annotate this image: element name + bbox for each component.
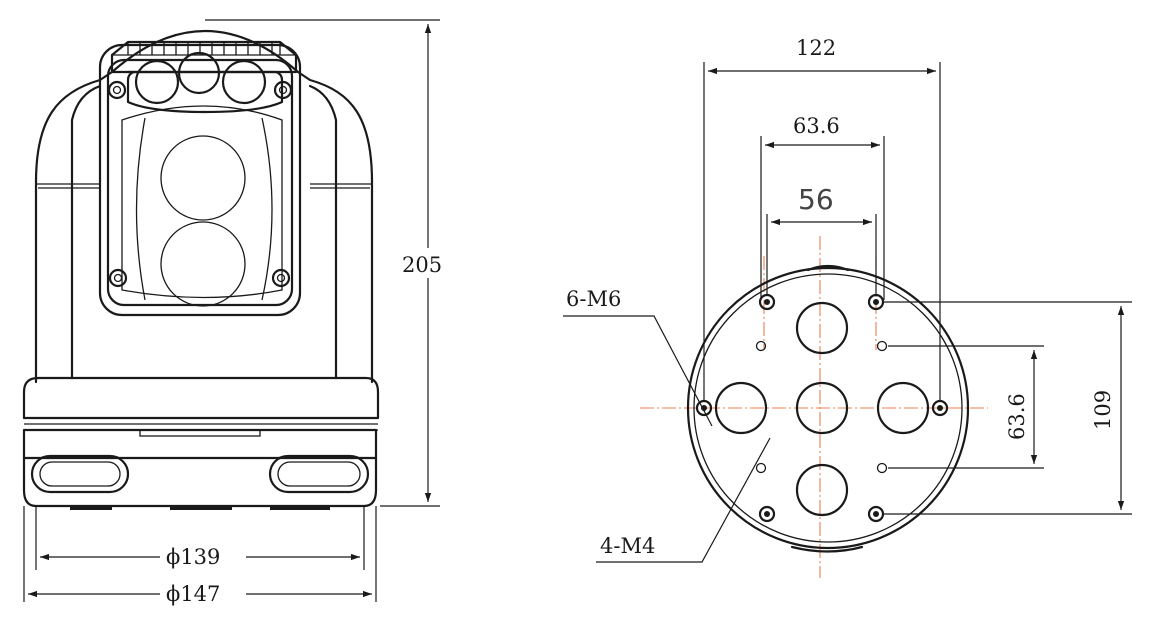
- hole-center: [795, 381, 849, 435]
- slot-right: [268, 454, 370, 494]
- base-disc-inner: [693, 273, 963, 543]
- bottom-view: 122 63.6 56 63.6 109 6-M6: [563, 36, 1132, 578]
- diameter-139-label: ϕ139: [166, 545, 220, 569]
- led-left: [134, 59, 180, 105]
- dim-109: 109: [884, 301, 1132, 515]
- led-bar: [126, 70, 284, 114]
- dim-122: 122: [703, 36, 941, 400]
- m4-holes: [755, 340, 888, 474]
- base-ring: [22, 428, 378, 460]
- slot-left: [30, 454, 130, 494]
- glass-panel: [121, 105, 283, 299]
- diameter-147: ϕ147: [23, 506, 377, 608]
- callout-6-m6-label: 6-M6: [566, 287, 621, 311]
- lens-window-frame: [98, 43, 302, 317]
- base-disc: [686, 266, 970, 550]
- dim-63-6-vertical: 63.6: [888, 345, 1044, 469]
- hole-top: [795, 301, 849, 355]
- lens-window-inner: [106, 58, 294, 307]
- base-housing: [22, 376, 380, 420]
- camera-head-outline: [34, 29, 374, 384]
- hole-left: [714, 381, 768, 435]
- height-dimension: 205: [205, 19, 450, 507]
- main-lens: [160, 135, 246, 221]
- diameter-139: ϕ139: [35, 506, 365, 571]
- height-label: 205: [402, 253, 442, 277]
- callout-6-m6: 6-M6: [563, 287, 713, 427]
- front-view: 205 ϕ139 ϕ147: [22, 19, 450, 608]
- dim-122-label: 122: [796, 36, 836, 60]
- m6-bolt-holes: [695, 293, 949, 523]
- cap-ribs: [112, 42, 296, 56]
- dim-63-6-v-label: 63.6: [1005, 393, 1029, 440]
- head-seam: [36, 183, 372, 189]
- dim-56: 56: [766, 183, 877, 296]
- frame-screws: [107, 80, 293, 288]
- thermal-lens: [160, 221, 246, 307]
- dim-63-6-horizontal: 63.6: [760, 114, 885, 300]
- diameter-147-label: ϕ147: [166, 582, 220, 606]
- hole-right: [876, 381, 930, 435]
- led-right: [221, 59, 267, 105]
- base-feet: [70, 506, 330, 510]
- dim-109-label: 109: [1091, 390, 1115, 430]
- base-bottom: [22, 456, 378, 508]
- callout-4-m4-label: 4-M4: [600, 534, 655, 558]
- yoke-right: [308, 84, 338, 380]
- dim-63-6-h-label: 63.6: [793, 114, 840, 138]
- callout-4-m4: 4-M4: [596, 437, 771, 563]
- yoke-left: [70, 84, 102, 380]
- hole-bottom: [795, 463, 849, 517]
- led-center: [177, 51, 221, 95]
- dim-56-label: 56: [798, 183, 834, 216]
